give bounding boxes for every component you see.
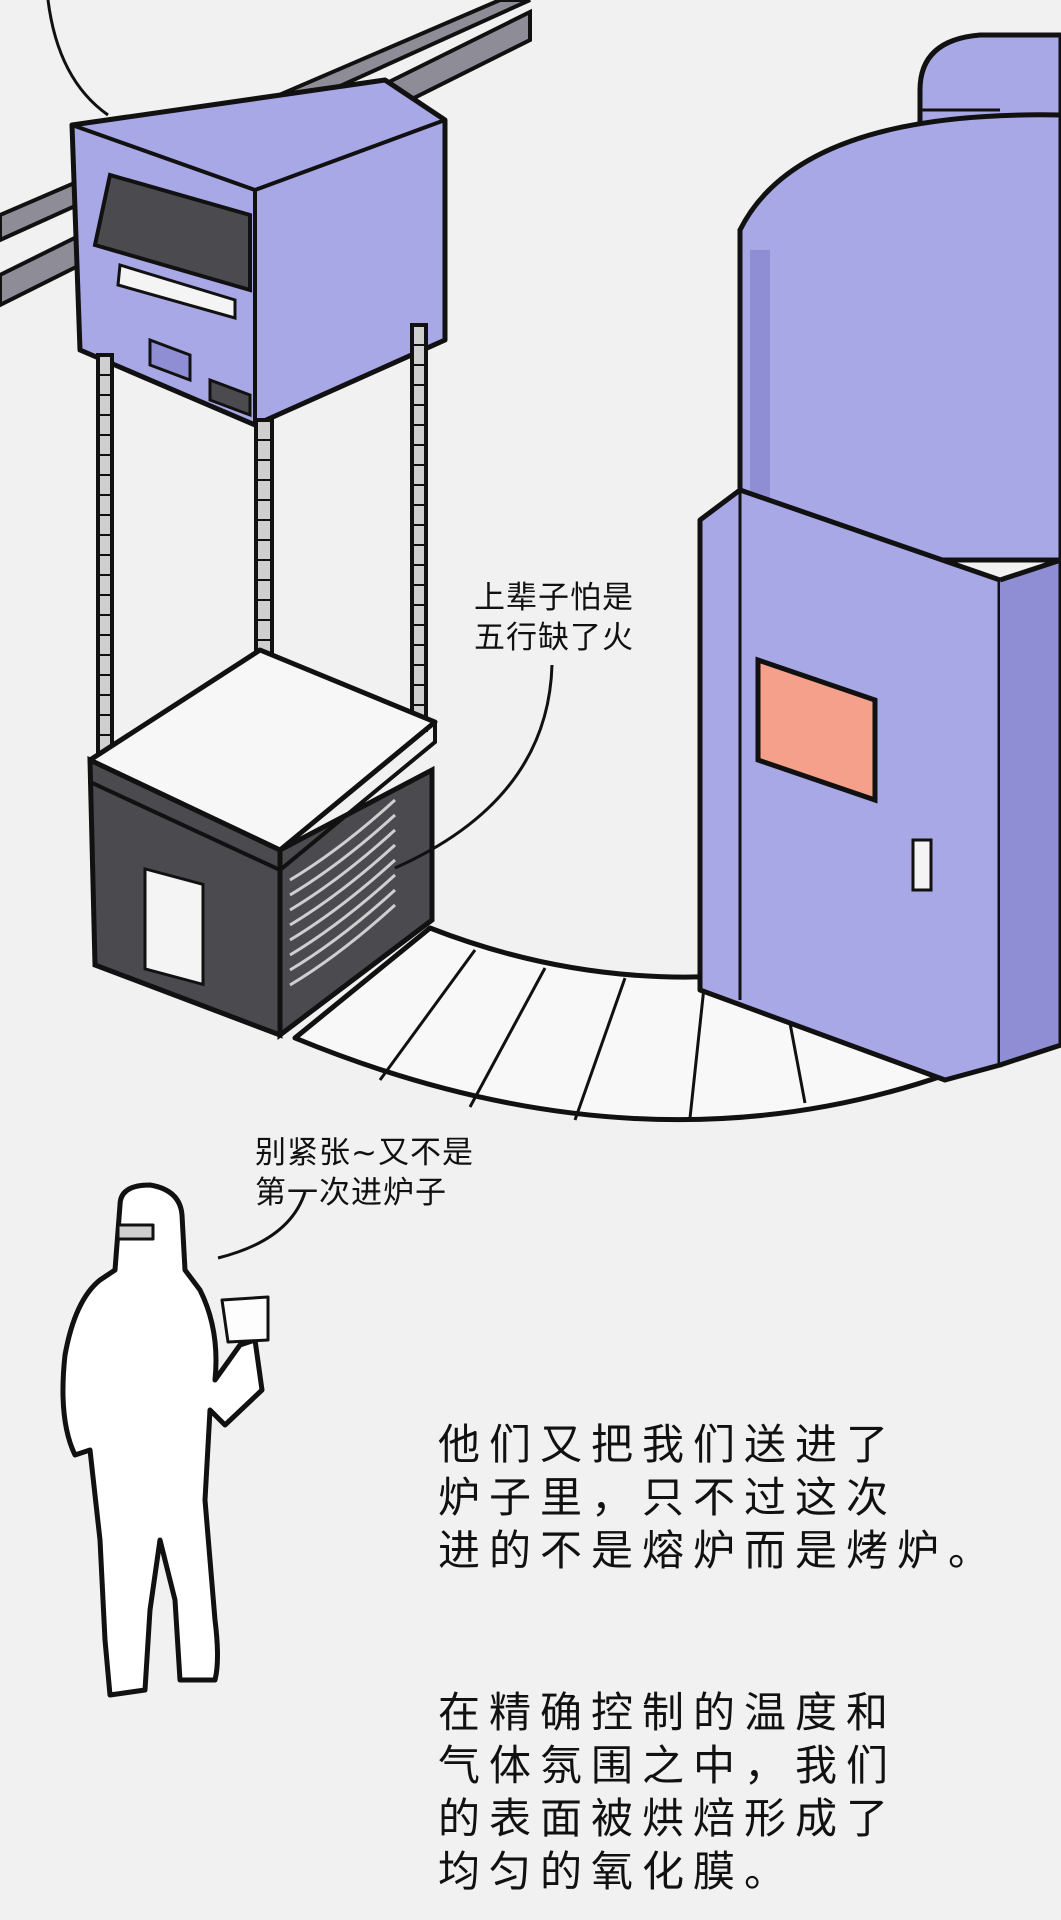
worker-visor: [116, 1223, 155, 1241]
furnace-door-handle: [911, 838, 933, 892]
speech-tail-worker: [217, 1191, 307, 1260]
narration-line: 炉子里，只不过这次: [438, 1473, 898, 1522]
lift-base: [87, 647, 438, 1041]
narration-line: 在精确控制的温度和: [438, 1688, 898, 1737]
lift-carrier: [69, 77, 448, 428]
narration-block-1: 他们又把我们送进了 炉子里，只不过这次 进的不是熔炉而是烤炉。: [438, 1418, 999, 1577]
speech-bubble-furnace: 上辈子怕是 五行缺了火: [474, 578, 634, 658]
cleanroom-worker: [60, 1182, 270, 1698]
speech-line: 第一次进炉子: [255, 1175, 447, 1211]
narration-line: 进的不是熔炉而是烤炉。: [438, 1526, 1000, 1575]
carrier-window: [92, 172, 252, 293]
worker-tablet: [220, 1295, 270, 1344]
coil-rings: [289, 798, 397, 987]
narration-line: 的表面被烘焙形成了: [438, 1794, 898, 1843]
narration-line: 气体氛围之中，我们: [438, 1741, 898, 1790]
speech-bubble-worker: 别紧张~又不是 第一次进炉子: [255, 1133, 474, 1213]
speech-tail-furnace: [394, 664, 554, 870]
narration-line: 他们又把我们送进了: [438, 1420, 898, 1469]
furnace-viewport: [755, 656, 878, 804]
narration-line: 均匀的氧化膜。: [438, 1847, 796, 1896]
speech-line: 五行缺了火: [474, 620, 634, 656]
speech-line: 上辈子怕是: [474, 580, 634, 616]
furnace: [697, 32, 1061, 1083]
vent-louver: [143, 866, 205, 987]
speech-tail-top: [46, 0, 109, 117]
speech-line: 别紧张~又不是: [255, 1135, 474, 1171]
narration-block-2: 在精确控制的温度和 气体氛围之中，我们 的表面被烘焙形成了 均匀的氧化膜。: [438, 1686, 897, 1898]
